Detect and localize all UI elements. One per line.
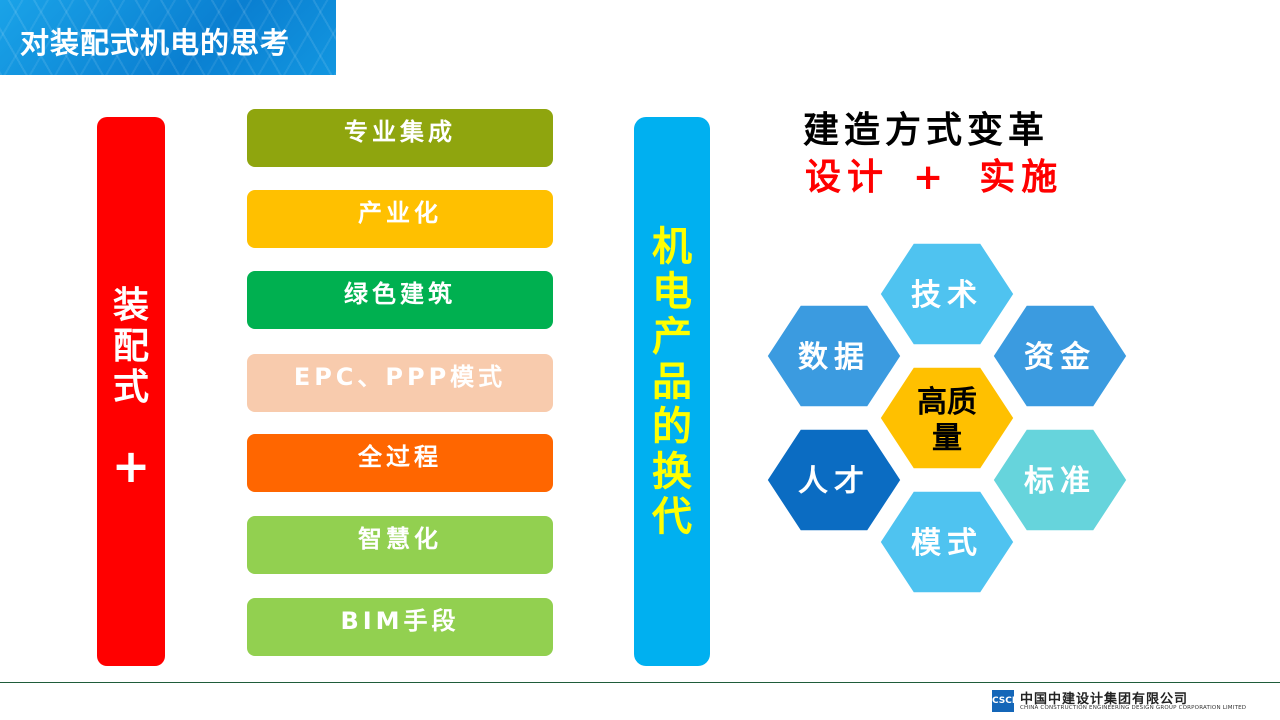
slide-title: 对装配式机电的思考 bbox=[20, 26, 291, 60]
hexagon-shape bbox=[764, 426, 904, 534]
prefabricated-label: 装配式 bbox=[97, 285, 165, 408]
vertical-char: 式 bbox=[112, 367, 149, 408]
hex-data: 数据 bbox=[764, 302, 904, 410]
hex-standards: 标准 bbox=[990, 426, 1130, 534]
heading-design-implementation: 设计 + 实施 bbox=[805, 148, 1063, 200]
vertical-char: 的 bbox=[652, 404, 692, 450]
hexagon-label: 人才 bbox=[798, 464, 870, 499]
pill-industrialization: 产业化 bbox=[247, 190, 553, 248]
pill-label: 专业集成 bbox=[344, 118, 456, 146]
hexagon-label: 标准 bbox=[1024, 464, 1096, 499]
quality-hexagon-cluster: 技术数据资金高质量人才标准模式 bbox=[764, 240, 1130, 596]
heading-plus: + bbox=[913, 157, 944, 198]
vertical-char: 电 bbox=[652, 269, 692, 315]
vertical-char: 代 bbox=[652, 494, 692, 540]
pill-label: BIM手段 bbox=[340, 607, 460, 635]
hexagon-shape bbox=[990, 302, 1130, 410]
pill-intelligent: 智慧化 bbox=[247, 516, 553, 574]
hexagon-label: 技术 bbox=[911, 278, 983, 313]
pill-professional-integration: 专业集成 bbox=[247, 109, 553, 167]
hexagon-label: 高质 bbox=[917, 385, 977, 420]
pill-epc-ppp-mode: EPC、PPP模式 bbox=[247, 354, 553, 412]
hexagon-shape bbox=[877, 240, 1017, 348]
heading-construction-change: 建造方式变革 bbox=[803, 110, 1050, 151]
pill-label: EPC、PPP模式 bbox=[293, 363, 507, 391]
footer-divider bbox=[0, 682, 1280, 683]
hexagon-label: 模式 bbox=[911, 526, 983, 561]
company-logo: CSCEC bbox=[992, 690, 1025, 712]
heading-implementation: 实施 bbox=[979, 157, 1064, 198]
company-name-cn: 中国中建设计集团有限公司 bbox=[1020, 692, 1189, 707]
pill-green-building: 绿色建筑 bbox=[247, 271, 553, 329]
plus-sign: + bbox=[111, 439, 151, 493]
prefabricated-bar: 装配式 + bbox=[97, 117, 165, 666]
pill-label: 全过程 bbox=[358, 443, 442, 471]
hexagon-shape bbox=[877, 364, 1017, 472]
product-upgrade-bar: 机电产品的换代 bbox=[634, 117, 710, 666]
hexagon-label: 数据 bbox=[798, 340, 870, 375]
vertical-char: 装 bbox=[112, 285, 149, 326]
hex-high-quality: 高质量 bbox=[877, 364, 1017, 472]
company-name-en: CHINA CONSTRUCTION ENGINEERING DESIGN GR… bbox=[1020, 705, 1247, 711]
vertical-char: 换 bbox=[652, 449, 692, 495]
hexagon-label: 量 bbox=[932, 421, 962, 456]
hex-tech: 技术 bbox=[877, 240, 1017, 348]
hex-funds: 资金 bbox=[990, 302, 1130, 410]
product-upgrade-label: 机电产品的换代 bbox=[634, 225, 710, 540]
pill-whole-process: 全过程 bbox=[247, 434, 553, 492]
vertical-char: 机 bbox=[652, 224, 692, 270]
hex-mode: 模式 bbox=[877, 488, 1017, 596]
hex-talent: 人才 bbox=[764, 426, 904, 534]
title-banner: 对装配式机电的思考 bbox=[0, 0, 336, 75]
hexagon-shape bbox=[764, 302, 904, 410]
pill-label: 智慧化 bbox=[358, 525, 442, 553]
pill-label: 产业化 bbox=[358, 199, 442, 227]
hexagon-shape bbox=[990, 426, 1130, 534]
pill-bim-means: BIM手段 bbox=[247, 598, 553, 656]
vertical-char: 品 bbox=[652, 359, 692, 405]
hexagon-label: 资金 bbox=[1024, 340, 1096, 375]
heading-design: 设计 bbox=[805, 157, 890, 198]
vertical-char: 产 bbox=[652, 314, 692, 360]
pill-label: 绿色建筑 bbox=[344, 280, 456, 308]
vertical-char: 配 bbox=[112, 326, 149, 367]
hexagon-shape bbox=[877, 488, 1017, 596]
